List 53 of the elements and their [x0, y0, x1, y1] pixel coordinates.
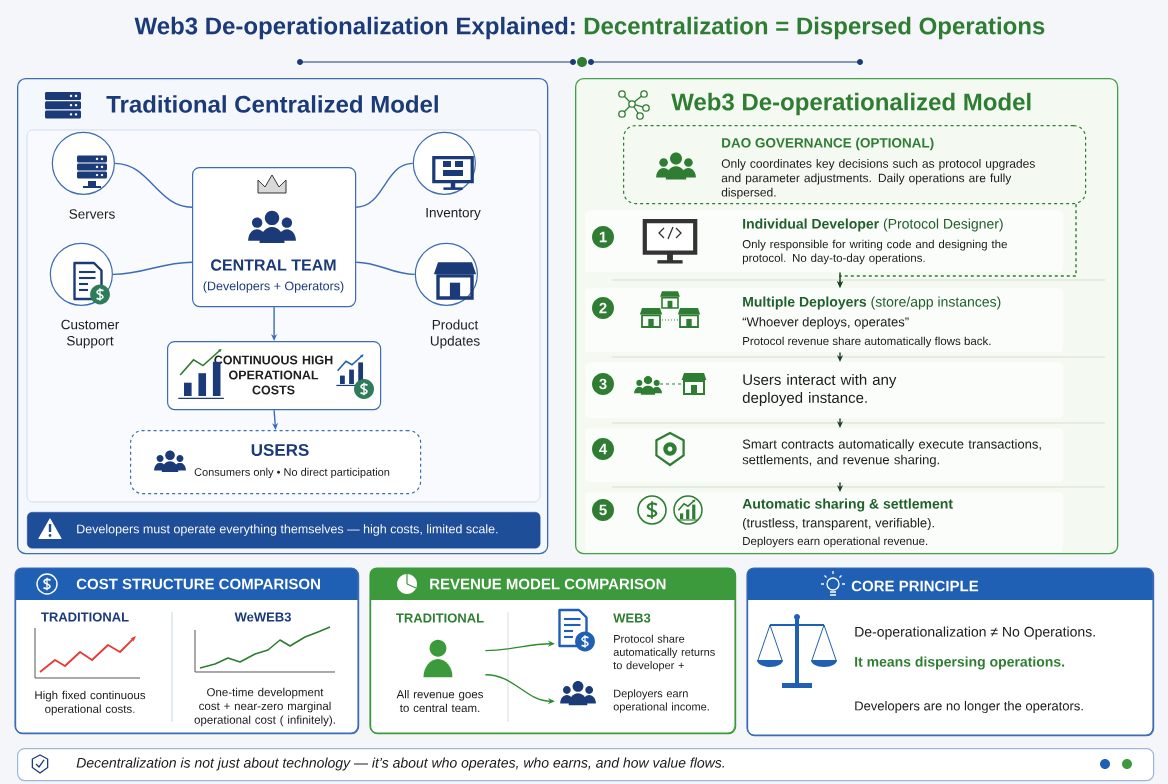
connector-line: [355, 162, 414, 208]
panel-heading: Web3 De-operationalized Model: [671, 92, 1031, 116]
card-heading: CORE PRINCIPLE: [851, 580, 979, 592]
connector-line: [112, 261, 193, 276]
circle-label: Customer Support: [61, 319, 120, 349]
connector-line: [114, 162, 193, 208]
box-heading: CENTRAL TEAM: [211, 259, 336, 271]
column-heading: WeWEB3: [234, 612, 291, 622]
column-text: Protocol share automatically returns to developer +: [613, 634, 715, 672]
banner-text: Developers must operate everything themselves — high costs, limited scale.: [77, 524, 498, 536]
box-subtitle: Consumers only • No direct participation: [194, 467, 390, 479]
box-heading: DAO GOVERNANCE (OPTIONAL): [722, 137, 934, 151]
step-number: 2: [592, 297, 614, 319]
box-text: CONTINUOUS HIGH OPERATIONAL COSTS: [214, 355, 333, 395]
principle-text: Developers are no longer the operators.: [855, 700, 1083, 714]
card-heading: COST STRUCTURE COMPARISON: [76, 578, 320, 590]
step-heading: Automatic sharing & settlement: [742, 498, 953, 512]
step-heading: Individual Developer (Protocol Designer): [743, 218, 1003, 232]
box-text: Only coordinates key decisions such as protocol upgrades and parameter adjustments. Daily operations are fully dispersed.: [721, 159, 1035, 199]
column-heading: TRADITIONAL: [396, 613, 484, 623]
connector-line: [355, 261, 416, 276]
column-text: High fixed continuous operational costs.: [35, 690, 146, 716]
step-text: (trustless, transparent, verifiable).: [743, 517, 934, 531]
step-text: Only responsible for writing code and designing the protocol. No day-to-day operations.: [742, 239, 1007, 265]
column-heading: WEB3: [613, 613, 651, 623]
box-subtitle: (Developers + Operators): [203, 281, 344, 293]
step-text: Protocol revenue share automatically flows back.: [743, 336, 991, 348]
quote-text: “Whoever deploys, operates”: [742, 316, 909, 330]
step-text: Users interact with any deployed instance.: [742, 374, 897, 406]
step-text: Smart contracts automatically execute transactions, settlements, and revenue sharing.: [742, 439, 1041, 467]
column-text: All revenue goes to central team.: [396, 689, 484, 713]
circle-label: Product Updates: [430, 319, 480, 349]
title: Web3 De-operationalization Explained:: [134, 16, 575, 40]
card-heading: REVENUE MODEL COMPARISON: [430, 578, 666, 590]
title-highlight: Decentralization = Dispersed Operations: [584, 16, 1045, 40]
step-number: 1: [592, 226, 614, 248]
column-heading: TRADITIONAL: [41, 612, 129, 622]
arrow: [484, 640, 555, 652]
step-heading: Multiple Deployers (store/app instances): [743, 296, 1001, 310]
arrow: [271, 306, 278, 341]
box-heading: USERS: [251, 444, 309, 456]
step-number: 5: [592, 499, 614, 521]
step-number: 4: [592, 438, 614, 460]
principle-text: De-operationalization ≠ No Operations.: [855, 626, 1095, 640]
column-text: One-time development cost + near-zero marginal operational cost ( infinitely).: [194, 687, 335, 727]
footer-text: Decentralization is not just about technology — it’s about who operates, who earns, and how value flows.: [76, 757, 724, 771]
step-text: Deployers earn operational revenue.: [743, 536, 928, 548]
step-number: 3: [592, 373, 614, 395]
panel-heading: Traditional Centralized Model: [106, 95, 438, 113]
circle-label: Servers: [69, 209, 115, 219]
column-text: Deployers earn operational income.: [613, 689, 709, 713]
principle-text: It means dispersing operations.: [855, 656, 1065, 670]
circle-label: Inventory: [426, 207, 481, 221]
